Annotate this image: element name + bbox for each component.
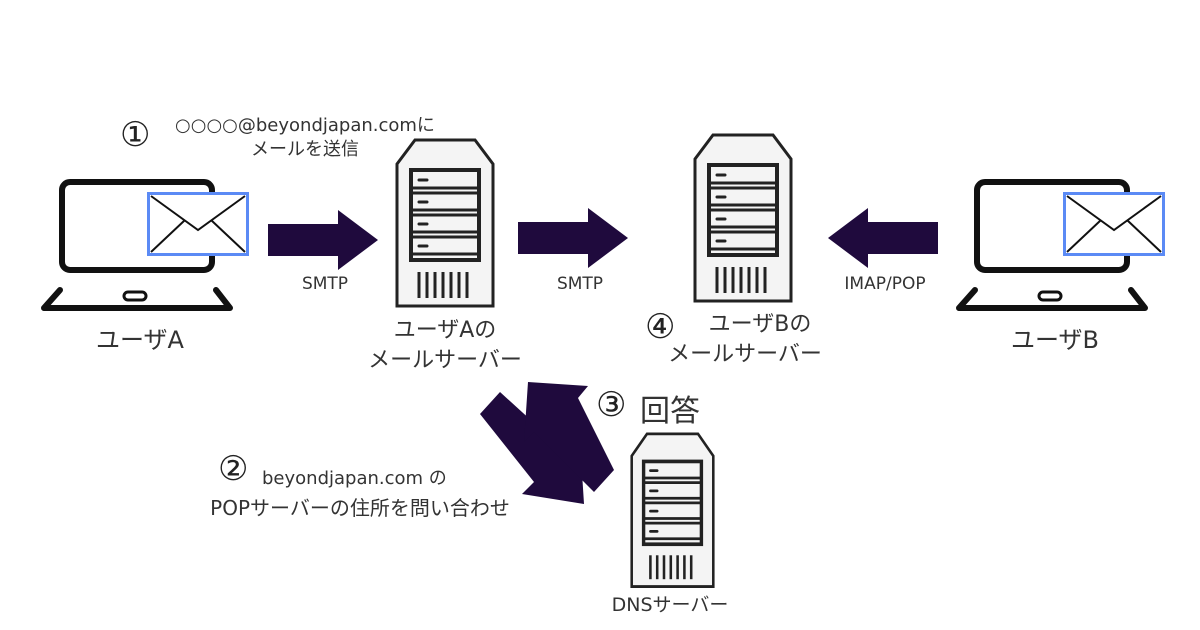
query-arrow <box>480 392 584 504</box>
smtp-label-2: SMTP <box>556 274 604 294</box>
envelope-icon <box>1063 192 1165 256</box>
mail-server-b-icon <box>693 133 793 303</box>
step-1-text: ○○○○@beyondjapan.comに メールを送信 <box>170 114 440 162</box>
answer-arrow <box>524 382 614 492</box>
mail-server-a-label: ユーザAの メールサーバー <box>340 316 550 376</box>
step-1-number: ① <box>120 115 151 155</box>
step-2-line-1: beyondjapan.com の <box>262 468 447 489</box>
step-2-line-2: POPサーバーの住所を問い合わせ <box>210 496 510 520</box>
step-4-text: ユーザBの メールサーバー <box>660 310 830 370</box>
step-2-number: ② <box>218 449 249 489</box>
mail-server-a-line-1: ユーザAの <box>393 318 497 343</box>
step-3-number: ③ <box>596 385 627 425</box>
mail-server-a-line-2: メールサーバー <box>368 348 522 373</box>
smtp-arrow-2 <box>518 208 628 268</box>
step-4-number: ④ <box>645 307 676 347</box>
user-b-node <box>955 180 1165 310</box>
step-4-line-2: メールサーバー <box>668 342 822 367</box>
user-a-node <box>40 180 249 310</box>
mail-server-a-icon <box>395 138 495 308</box>
step-4-line-1: ユーザBの <box>708 312 812 337</box>
imap-pop-arrow <box>828 208 938 268</box>
smtp-label-1: SMTP <box>301 274 349 294</box>
step-3-label: 回答 <box>640 394 700 429</box>
smtp-arrow-1 <box>268 210 378 270</box>
envelope-icon <box>147 192 249 256</box>
dns-server-icon <box>629 431 716 589</box>
step-1-line-1: ○○○○@beyondjapan.comに <box>175 115 435 136</box>
user-b-label: ユーザB <box>1011 326 1099 354</box>
imap-pop-label: IMAP/POP <box>844 274 926 294</box>
user-a-label: ユーザA <box>96 326 184 354</box>
step-1-line-2: メールを送信 <box>251 139 359 160</box>
dns-server-label: DNSサーバー <box>611 594 729 616</box>
